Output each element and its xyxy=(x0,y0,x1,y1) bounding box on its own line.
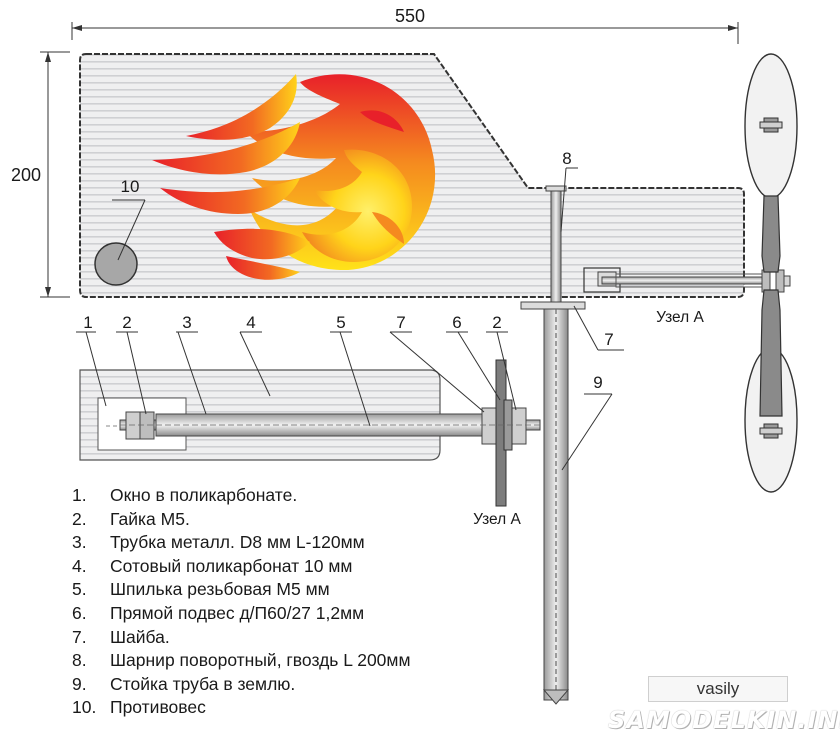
legend-item: 2.Гайка М5. xyxy=(72,508,190,529)
watermark: SAMODELKIN.INFO xyxy=(608,706,840,734)
height-dimension-label: 200 xyxy=(11,165,41,185)
legend-item: 9.Стойка труба в землю. xyxy=(72,673,296,694)
dimension-height xyxy=(40,51,70,298)
legend-item: 6.Прямой подвес д/П60/27 1,2мм xyxy=(72,602,365,623)
callout-2-right: 2 xyxy=(492,313,501,332)
callout-7-top: 7 xyxy=(604,330,613,349)
parts-legend: 1.Окно в поликарбонате. 2.Гайка М5. 3.Тр… xyxy=(72,484,410,720)
node-a-top-label: Узел А xyxy=(656,309,704,326)
callout-4: 4 xyxy=(246,313,255,332)
hanger-bracket xyxy=(744,53,798,493)
threaded-rod-assembly xyxy=(119,359,541,507)
callout-9: 9 xyxy=(593,373,602,392)
dimension-width xyxy=(71,22,739,44)
legend-item: 5.Шпилька резьбовая М5 мм xyxy=(72,579,330,600)
author-label: vasily xyxy=(648,676,788,702)
legend-item: 8.Шарнир поворотный, гвоздь L 200мм xyxy=(72,650,411,671)
node-a-top-assembly xyxy=(583,267,791,293)
legend-item: 7.Шайба. xyxy=(72,626,170,647)
callout-10: 10 xyxy=(121,177,140,196)
callout-6: 6 xyxy=(452,313,461,332)
legend-item: 4.Сотовый поликарбонат 10 мм xyxy=(72,555,353,576)
pivot-nail xyxy=(550,189,562,313)
leader-10 xyxy=(117,199,146,261)
counterweight xyxy=(94,242,138,286)
legend-item: 3.Трубка металл. D8 мм L-120мм xyxy=(72,532,365,553)
node-a-bottom-label: Узел А xyxy=(473,511,521,528)
callout-5: 5 xyxy=(336,313,345,332)
callout-3: 3 xyxy=(182,313,191,332)
legend-item: 1.Окно в поликарбонате. xyxy=(72,485,298,505)
callout-2-left: 2 xyxy=(122,313,131,332)
legend-item: 10.Противовес xyxy=(72,697,206,718)
bottom-callout-leaders xyxy=(76,331,517,427)
width-dimension-label: 550 xyxy=(395,6,425,26)
callout-7-bottom: 7 xyxy=(396,313,405,332)
callout-1: 1 xyxy=(83,313,92,332)
callout-8: 8 xyxy=(562,149,571,168)
flame-artwork xyxy=(152,74,436,280)
